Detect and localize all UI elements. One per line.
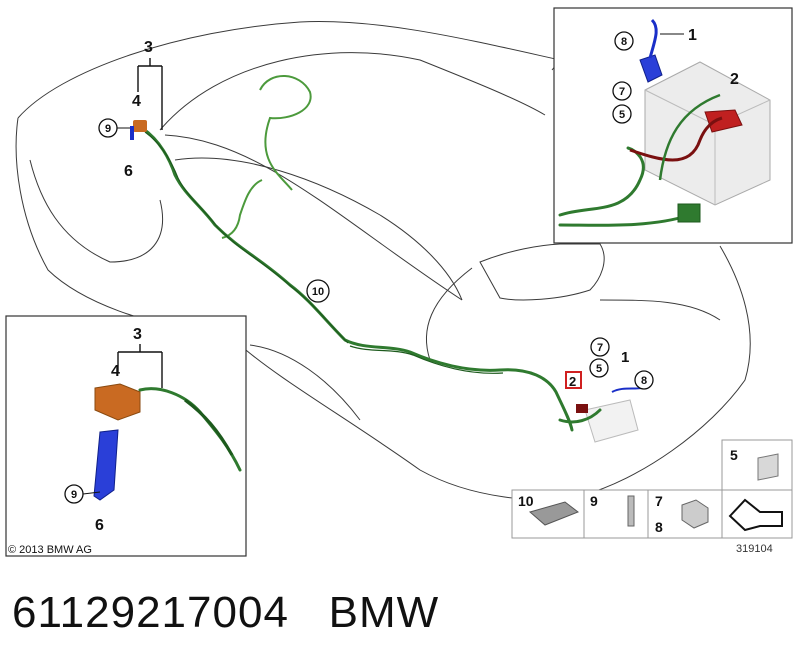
parts-diagram: 3 4 9 6 10 2 7 5 1 8 8	[5, 7, 793, 557]
bracket-3-inset	[117, 344, 163, 388]
label-8-mid: 8	[641, 375, 647, 387]
label-2-inset: 2	[730, 71, 739, 88]
callout-circle-5-inset	[612, 104, 632, 124]
label-4-top: 4	[132, 93, 141, 110]
callout-circle-7-inset	[612, 81, 632, 101]
part-number-line: 61129217004 BMW	[12, 588, 439, 638]
shim-icon	[728, 498, 783, 532]
label-6-top: 6	[124, 163, 133, 180]
callout-circle-7-mid	[590, 337, 610, 357]
callout-circle-8-inset	[614, 31, 634, 51]
legend-label-7: 7	[655, 493, 663, 509]
copyright-text: © 2013 BMW AG	[8, 544, 92, 556]
legend-label-5: 5	[730, 447, 738, 463]
inset-connector-detail: 3 4 9 6 © 2013 BMW AG	[5, 315, 247, 557]
label-5-inset: 5	[619, 109, 625, 121]
callout-circle-10	[306, 279, 330, 303]
label-4-inset: 4	[111, 363, 120, 380]
label-1-mid: 1	[621, 349, 629, 366]
rivet-icon	[627, 495, 635, 527]
terminal-cover-small	[133, 120, 147, 132]
diagram-id: 319104	[736, 543, 773, 555]
upper-left-connector: 3 4 9 6	[98, 39, 163, 180]
inset-battery-detail: 8 1 2 7 5	[553, 7, 793, 244]
part-number: 61129217004	[12, 588, 289, 637]
label-7-inset: 7	[619, 86, 625, 98]
ground-lead-small	[130, 126, 134, 140]
ground-lead	[93, 429, 119, 501]
cable-holder-icon	[528, 501, 580, 526]
label-6-inset: 6	[95, 517, 104, 534]
callout-circle-8-mid	[634, 370, 654, 390]
label-9-inset: 9	[71, 489, 77, 501]
legend-label-9: 9	[590, 493, 598, 509]
terminal-cover	[94, 383, 141, 421]
bracket-3	[137, 58, 163, 130]
parts-legend: 5 10 9 7 8 319104	[511, 439, 793, 555]
label-3-top: 3	[144, 39, 153, 56]
label-2-highlight: 2	[569, 374, 576, 389]
legend-label-10: 10	[518, 493, 534, 509]
brand: BMW	[328, 588, 440, 637]
highlight-box-2	[565, 371, 582, 389]
clip-icon	[757, 453, 779, 481]
label-10: 10	[312, 286, 324, 298]
label-5-mid: 5	[596, 363, 602, 375]
label-9-top: 9	[105, 123, 111, 135]
wiring-harness	[140, 75, 574, 432]
car-outline	[15, 21, 751, 501]
label-7-mid: 7	[597, 342, 603, 354]
label-1-inset: 1	[688, 27, 697, 44]
label-8-inset: 8	[621, 36, 627, 48]
callout-circle-5-mid	[589, 358, 609, 378]
trunk-battery-small: 2 7 5 1 8	[558, 337, 654, 443]
label-3-inset: 3	[133, 326, 142, 343]
legend-label-8: 8	[655, 519, 663, 535]
nut-icon	[681, 499, 709, 529]
